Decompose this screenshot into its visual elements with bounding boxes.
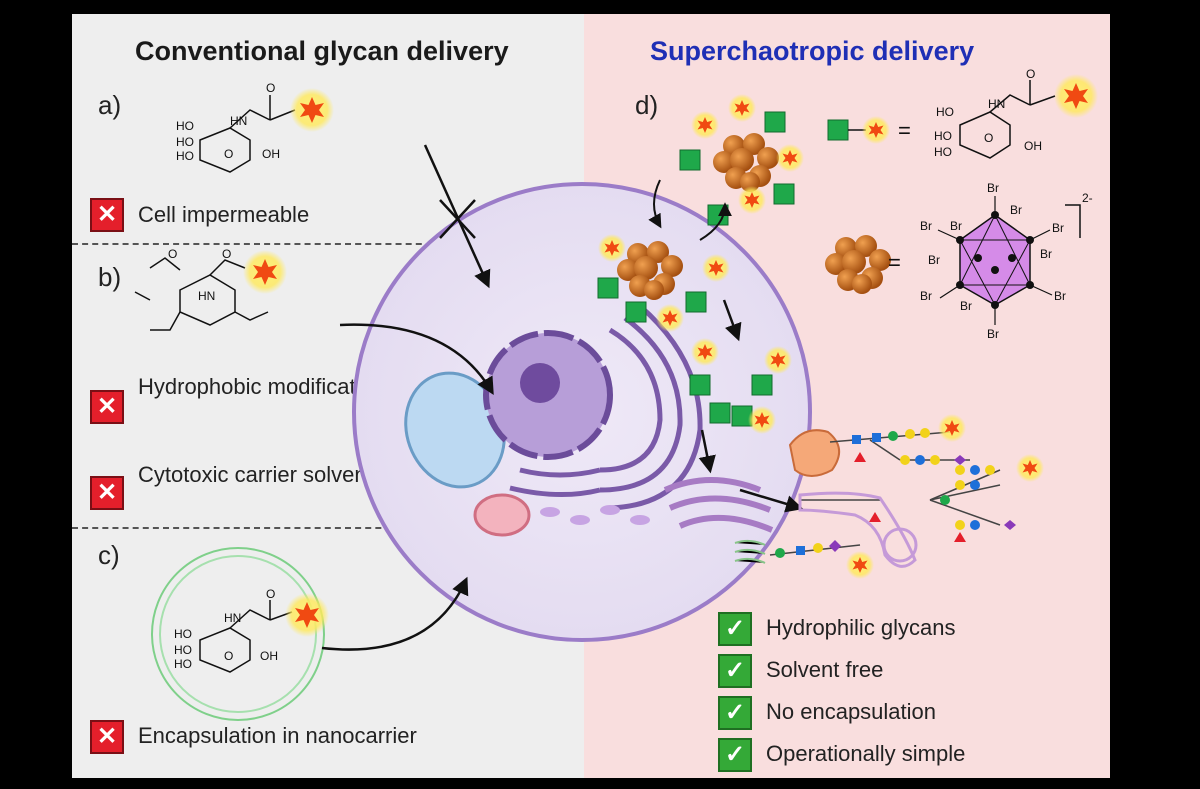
svg-text:HO: HO [174,657,192,671]
benefit-operationally-simple: Operationally simple [766,741,966,766]
svg-text:HO: HO [176,135,194,149]
benefit-no-encapsulation: No encapsulation [766,699,937,724]
drawback-hydrophobic-modification: Hydrophobic modification [138,374,386,399]
svg-text:OH: OH [1024,139,1042,153]
glycan-molecule-a: HO HN O HO HO O OH [176,81,296,173]
svg-text:HO: HO [176,149,194,163]
svg-text:HO: HO [176,119,194,133]
divider-ab [72,243,442,245]
glycan-square-icon [827,119,849,141]
fluorophore-icon [285,593,329,637]
svg-text:Br: Br [928,253,940,267]
glycan-molecule-d: HO HN O HO HO O OH [934,67,1056,159]
entry-arrow-c [321,576,469,651]
benefit-solvent-free: Solvent free [766,657,884,682]
benefit-hydrophilic-glycans: Hydrophilic glycans [766,615,956,640]
svg-text:O: O [266,81,275,95]
svg-text:HN: HN [224,611,241,625]
svg-text:OH: OH [260,649,278,663]
svg-text:HO: HO [934,145,952,159]
glycoprotein [788,429,840,477]
drawback-encapsulation: Encapsulation in nanocarrier [138,723,417,748]
nanocarrier-outer [151,547,325,721]
fluorophore-icon [1054,74,1098,118]
arrow [698,429,716,474]
check-icon: ✓ [718,612,752,646]
drawback-cytotoxic-solvent: Cytotoxic carrier solvent [138,462,373,487]
svg-text:Br: Br [1040,247,1052,261]
mitochondrion [473,493,531,537]
svg-text:O: O [168,247,177,261]
svg-text:HN: HN [198,289,215,303]
check-icon: ✓ [718,738,752,772]
panel-label-c: c) [98,540,120,570]
svg-text:Br: Br [987,327,999,341]
arrow [699,202,732,241]
svg-text:HO: HO [934,129,952,143]
svg-text:HO: HO [174,627,192,641]
check-icon: ✓ [718,654,752,688]
svg-text:Br: Br [960,299,972,313]
svg-text:HN: HN [230,114,247,128]
vesicles [540,505,650,525]
cross-icon: ✕ [90,720,124,754]
cluster-icon [825,235,891,294]
arrow [739,488,804,513]
fluorophore-icon [243,250,287,294]
svg-text:Br: Br [1052,221,1064,235]
svg-text:HN: HN [988,97,1005,111]
glycan-molecule-c: HO HN O HO HO O OH [174,587,293,673]
svg-text:O: O [1026,67,1035,81]
cross-icon: ✕ [90,390,124,424]
panel-label-a: a) [98,90,122,120]
svg-text:O: O [984,131,993,145]
title-conventional: Conventional glycan delivery [135,36,509,66]
svg-text:O: O [224,649,233,663]
svg-text:2-: 2- [1082,191,1093,205]
svg-text:Br: Br [987,181,999,195]
glycolipid-head [882,527,918,563]
glycolipid [798,491,917,568]
equals-sign: = [898,118,911,143]
cluster-icon [713,133,779,192]
panel-label-d: d) [635,90,659,120]
golgi [663,477,774,533]
svg-text:Br: Br [1010,203,1022,217]
glycan-residues [775,428,1016,558]
glycan-molecule-b: O O HN [134,247,269,331]
equals-sign: = [888,250,901,275]
arrow [648,179,662,229]
arrow [722,299,742,342]
fluorophore-icon [290,88,334,132]
svg-text:O: O [266,587,275,601]
entry-arrow-b [339,323,494,396]
dodecaborate-structure: Br Br Br Br Br Br Br Br Br Br Br 2- [920,181,1093,341]
divider-bc [72,527,442,529]
svg-text:Br: Br [920,289,932,303]
svg-text:Br: Br [920,219,932,233]
svg-text:HO: HO [174,643,192,657]
nucleolus [520,363,560,403]
svg-text:HO: HO [936,105,954,119]
svg-text:Br: Br [1054,289,1066,303]
panel-label-b: b) [98,262,122,292]
check-icon: ✓ [718,696,752,730]
drawback-cell-impermeable: Cell impermeable [138,202,310,227]
endoplasmic-reticulum [509,304,703,511]
block-cross-icon [439,199,476,239]
cross-icon: ✕ [90,476,124,510]
svg-text:OH: OH [262,147,280,161]
svg-text:O: O [224,147,233,161]
title-superchaotropic: Superchaotropic delivery [650,36,975,66]
svg-text:Br: Br [950,219,962,233]
cross-icon: ✕ [90,198,124,232]
svg-text:O: O [222,247,231,261]
blocked-arrow [423,144,491,289]
lipid-tail [734,539,766,564]
